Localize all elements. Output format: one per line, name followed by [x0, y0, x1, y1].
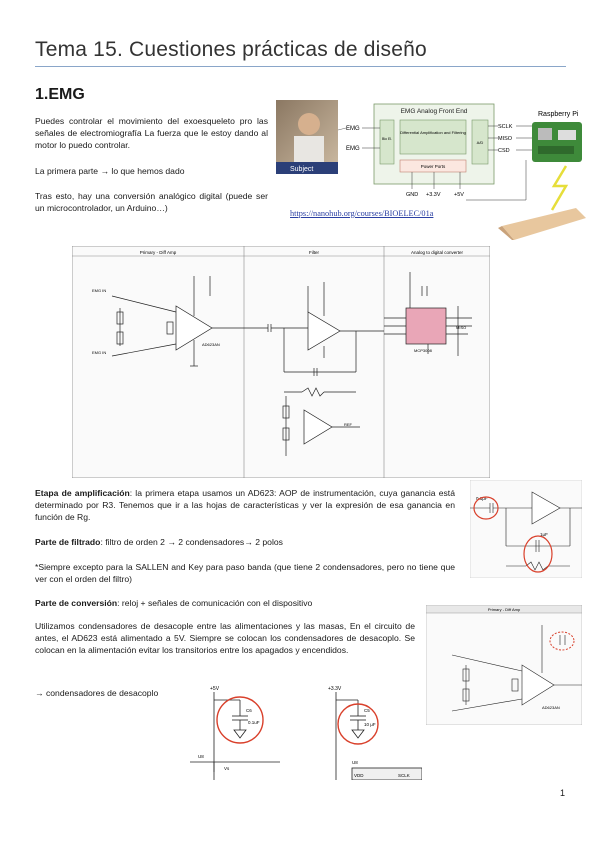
amplification-paragraph: Etapa de amplificación: la primera etapa…: [35, 487, 455, 524]
decoupling-paragraph: Utilizamos condensadores de desacople en…: [35, 621, 415, 656]
cap-5v-name: C6: [246, 708, 252, 713]
cap-33v-u8: U8: [352, 760, 358, 765]
rpi-label: Raspberry Pi: [538, 111, 579, 118]
cap-33v-value: 10 μF: [364, 722, 376, 727]
cap-33v-rail: +3.3V: [328, 686, 342, 692]
schematic-u3-label: MCP3008: [414, 348, 433, 353]
conversion-paragraph: Parte de conversión: reloj + señales de …: [35, 597, 455, 609]
cap-5v-vs: Vs: [224, 766, 230, 771]
filter-c1-label: 0.1μF: [476, 496, 488, 501]
schematic-u1-label: AD623AN: [202, 342, 220, 347]
power-ports-block: [399, 159, 467, 173]
intro-paragraph: Puedes controlar el movimiento del exoes…: [35, 116, 268, 151]
gnd-label: GND: [406, 192, 418, 198]
page-number: 1: [560, 788, 566, 798]
schematic-emg-in-pos: EMG IN: [92, 288, 106, 293]
cap-5v-snippet: +5V C6 0.1uF U8 Vs: [190, 680, 302, 780]
decoupling-bullet: → condensadores de desacoplo: [35, 688, 159, 698]
annotation-circle: [473, 496, 499, 520]
v5-label: +5V: [454, 192, 464, 198]
emg-schematic: Primary - Diff Amp Filter Analog to digi…: [72, 246, 490, 478]
conversion-text: : reloj + señales de comunicación con el…: [117, 598, 313, 608]
bio-block-label: Bio El.: [382, 137, 392, 141]
conversion-label: Parte de conversión: [35, 598, 118, 608]
schematic-ref-label: REF: [344, 422, 353, 427]
adc-block-label: A/D: [477, 140, 484, 145]
amplification-label: Etapa de amplificación: [35, 488, 130, 498]
amp-filter-label: Differential Amplification and Filtering: [400, 130, 466, 135]
schematic-section-filter: Filter: [309, 250, 320, 255]
diffamp-snippet: Primary - Diff Amp AD623AN: [426, 605, 582, 725]
subject-label: Subject: [290, 166, 313, 173]
annotation-circle: [216, 696, 264, 744]
annotation-circle: [523, 535, 553, 573]
sallen-note: *Siempre excepto para la SALLEN and Key …: [35, 562, 455, 585]
schematic-section-adc: Analog to digital converter: [411, 250, 464, 255]
cap-33v-name: C5: [364, 708, 370, 713]
filter-text: : filtro de orden 2 → 2 condensadores→ 2…: [100, 537, 283, 547]
diffamp-snippet-title: Primary - Diff Amp: [488, 607, 521, 612]
cap-33v-vdd: VDD: [354, 773, 364, 778]
cap-5v-value: 0.1uF: [248, 720, 260, 725]
power-ports-label: Power Ports: [421, 164, 446, 169]
nanohub-link[interactable]: https://nanohub.org/courses/BIOELEC/01a: [290, 209, 434, 218]
annotation-circle: [337, 703, 379, 745]
filter-paragraph: Parte de filtrado: filtro de orden 2 → 2…: [35, 536, 455, 548]
csd-label: CSD: [498, 148, 510, 154]
schematic-section-diffamp: Primary - Diff Amp: [140, 250, 177, 255]
cap-5v-rail: +5V: [210, 686, 220, 692]
sclk-label: SCLK: [498, 124, 513, 130]
section-heading-emg: 1.EMG: [35, 86, 85, 103]
filter-snippet: 0.1μF 1μF: [470, 480, 582, 578]
cap-33v-snippet: +3.3V C5 10 μF U8 VDD SCLK: [322, 680, 422, 780]
filter-c2-label: 1μF: [540, 532, 548, 537]
cap-5v-u8: U8: [198, 754, 204, 759]
filter-label: Parte de filtrado: [35, 537, 101, 547]
laptop-icon: [502, 208, 586, 240]
v33-label: +3.3V: [426, 192, 441, 198]
amp-filter-block: [399, 119, 467, 155]
page-title: Tema 15. Cuestiones prácticas de diseño: [35, 38, 427, 61]
cap-33v-sclk: SCLK: [398, 773, 410, 778]
emg-input-2: EMG: [346, 146, 360, 152]
diffamp-snippet-u: AD623AN: [542, 705, 560, 710]
title-underline: [35, 66, 566, 67]
intro-paragraph-3: Tras esto, hay una conversión analógico …: [35, 191, 268, 214]
emg-input-1: EMG: [346, 126, 360, 132]
emg-block-diagram: Subject EMG Analog Front End Bio El. Dif…: [276, 100, 586, 240]
schematic-miso-label: MISO: [456, 325, 466, 330]
afe-title: EMG Analog Front End: [401, 108, 468, 115]
annotation-circle: [549, 631, 575, 651]
lightning-icon: [550, 165, 569, 211]
miso-label: MISO: [498, 136, 513, 142]
schematic-emg-in-neg: EMG IN: [92, 350, 106, 355]
mcp3008-chip: [405, 307, 447, 345]
intro-paragraph-2: La primera parte → lo que hemos dado: [35, 166, 185, 176]
amplification-text: : la primera etapa usamos un AD623: AOP …: [35, 488, 455, 523]
